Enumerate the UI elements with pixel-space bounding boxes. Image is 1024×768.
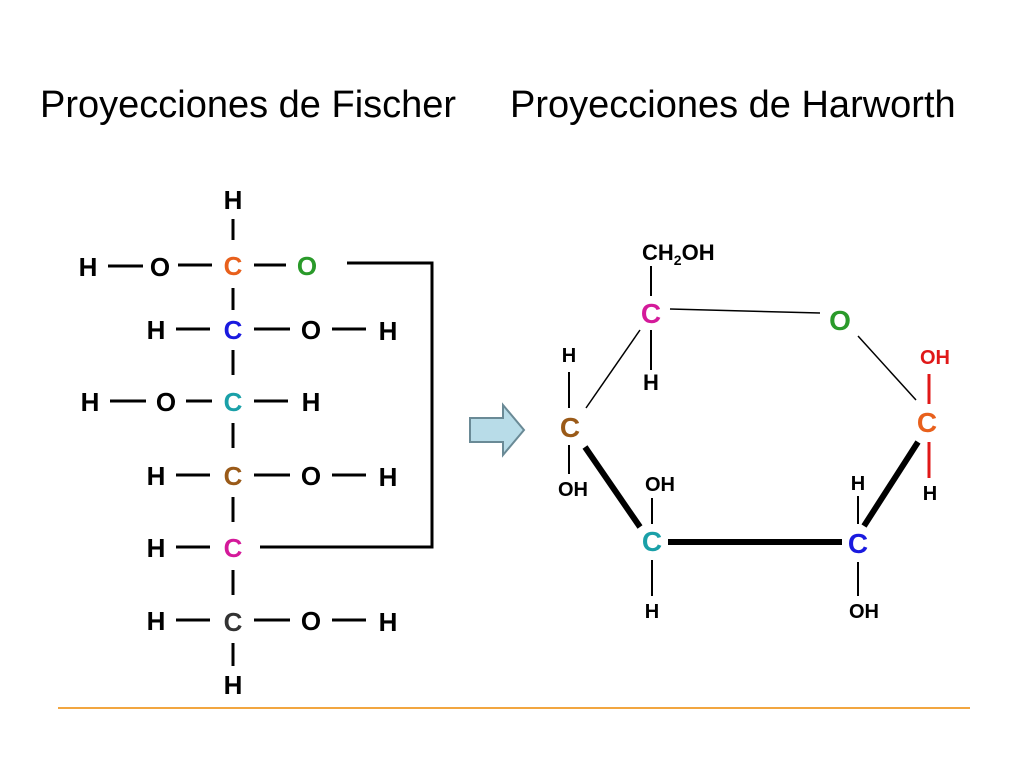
haworth-c3-h: H	[645, 601, 659, 623]
fischer-c3: C	[224, 387, 243, 417]
fischer-r6-h-right: H	[379, 607, 398, 637]
fischer-r3-h-right: H	[302, 387, 321, 417]
fischer-c4: C	[224, 461, 243, 491]
haworth-c4-h: H	[562, 345, 576, 367]
fischer-r2-h-right: H	[379, 316, 398, 346]
fischer-projection	[108, 219, 434, 666]
haworth-c1-h: H	[923, 483, 937, 505]
fischer-ring-connector	[260, 261, 434, 549]
fischer-r2-h-left: H	[147, 315, 166, 345]
conversion-arrow-icon	[469, 402, 526, 458]
haworth-c4-oh: OH	[558, 479, 588, 501]
fischer-c1: C	[224, 251, 243, 281]
haworth-c2-oh: OH	[849, 601, 879, 623]
fischer-r5-h: H	[147, 533, 166, 563]
fischer-r3-o: O	[156, 387, 176, 417]
fischer-r2-o: O	[301, 315, 321, 345]
haworth-title: Proyecciones de Harworth	[510, 84, 956, 126]
haworth-c3: C	[642, 526, 662, 557]
haworth-c5: C	[641, 298, 661, 329]
fischer-c2: C	[224, 315, 243, 345]
fischer-ring-o: O	[297, 251, 317, 281]
haworth-c4: C	[560, 412, 580, 443]
fischer-r1-o: O	[150, 252, 170, 282]
haworth-c2: C	[848, 528, 868, 559]
haworth-c2-h: H	[851, 473, 865, 495]
bottom-divider	[58, 707, 970, 709]
haworth-c1-oh: OH	[920, 347, 950, 369]
haworth-c1: C	[917, 407, 937, 438]
fischer-r4-h-left: H	[147, 461, 166, 491]
fischer-r4-o: O	[301, 461, 321, 491]
haworth-bond-c5-c4	[585, 329, 641, 409]
haworth-bond-o-c1	[857, 335, 917, 401]
fischer-bottom-h: H	[224, 670, 243, 700]
fischer-r6-h-left: H	[147, 606, 166, 636]
haworth-bond-c5-o	[669, 308, 821, 314]
haworth-ring-o: O	[829, 305, 851, 336]
fischer-r4-h-right: H	[379, 462, 398, 492]
fischer-atoms: H H O C O H C O H H O C H H C O H H C H …	[79, 185, 398, 700]
fischer-r3-h-left: H	[81, 387, 100, 417]
haworth-bond-c2-c1	[861, 440, 921, 528]
haworth-atoms: CH2OH C H O OH C H H C OH OH C H H C OH	[558, 240, 950, 623]
haworth-c5-h: H	[643, 370, 659, 395]
fischer-top-h: H	[224, 185, 243, 215]
haworth-projection	[568, 266, 931, 596]
fischer-title: Proyecciones de Fischer	[40, 84, 457, 126]
fischer-c5: C	[224, 533, 243, 563]
fischer-r1-h: H	[79, 252, 98, 282]
haworth-bond-c4-c3	[582, 445, 643, 529]
fischer-c6: C	[224, 607, 243, 637]
haworth-c3-oh: OH	[645, 474, 675, 496]
haworth-ch2oh: CH2OH	[642, 240, 715, 268]
fischer-r6-o: O	[301, 606, 321, 636]
